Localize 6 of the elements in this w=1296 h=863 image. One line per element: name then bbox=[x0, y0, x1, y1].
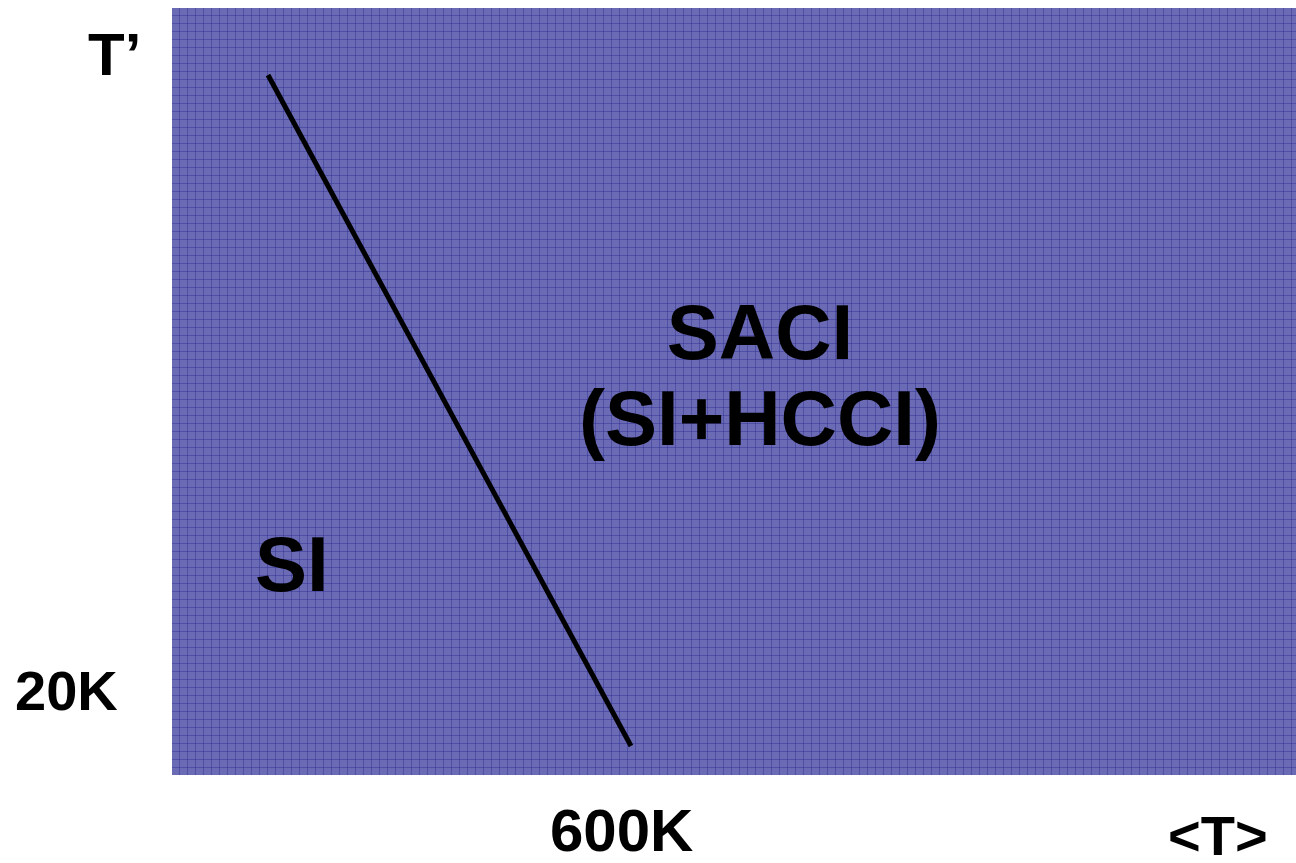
region-label: SACI (SI+HCCI) bbox=[578, 290, 942, 462]
region-label: SI bbox=[255, 522, 330, 608]
tick-label: 600K bbox=[550, 798, 695, 863]
tick-label: 20K bbox=[15, 660, 119, 722]
axis-label: <T> bbox=[1168, 805, 1269, 863]
axis-label: T’ bbox=[88, 22, 143, 88]
